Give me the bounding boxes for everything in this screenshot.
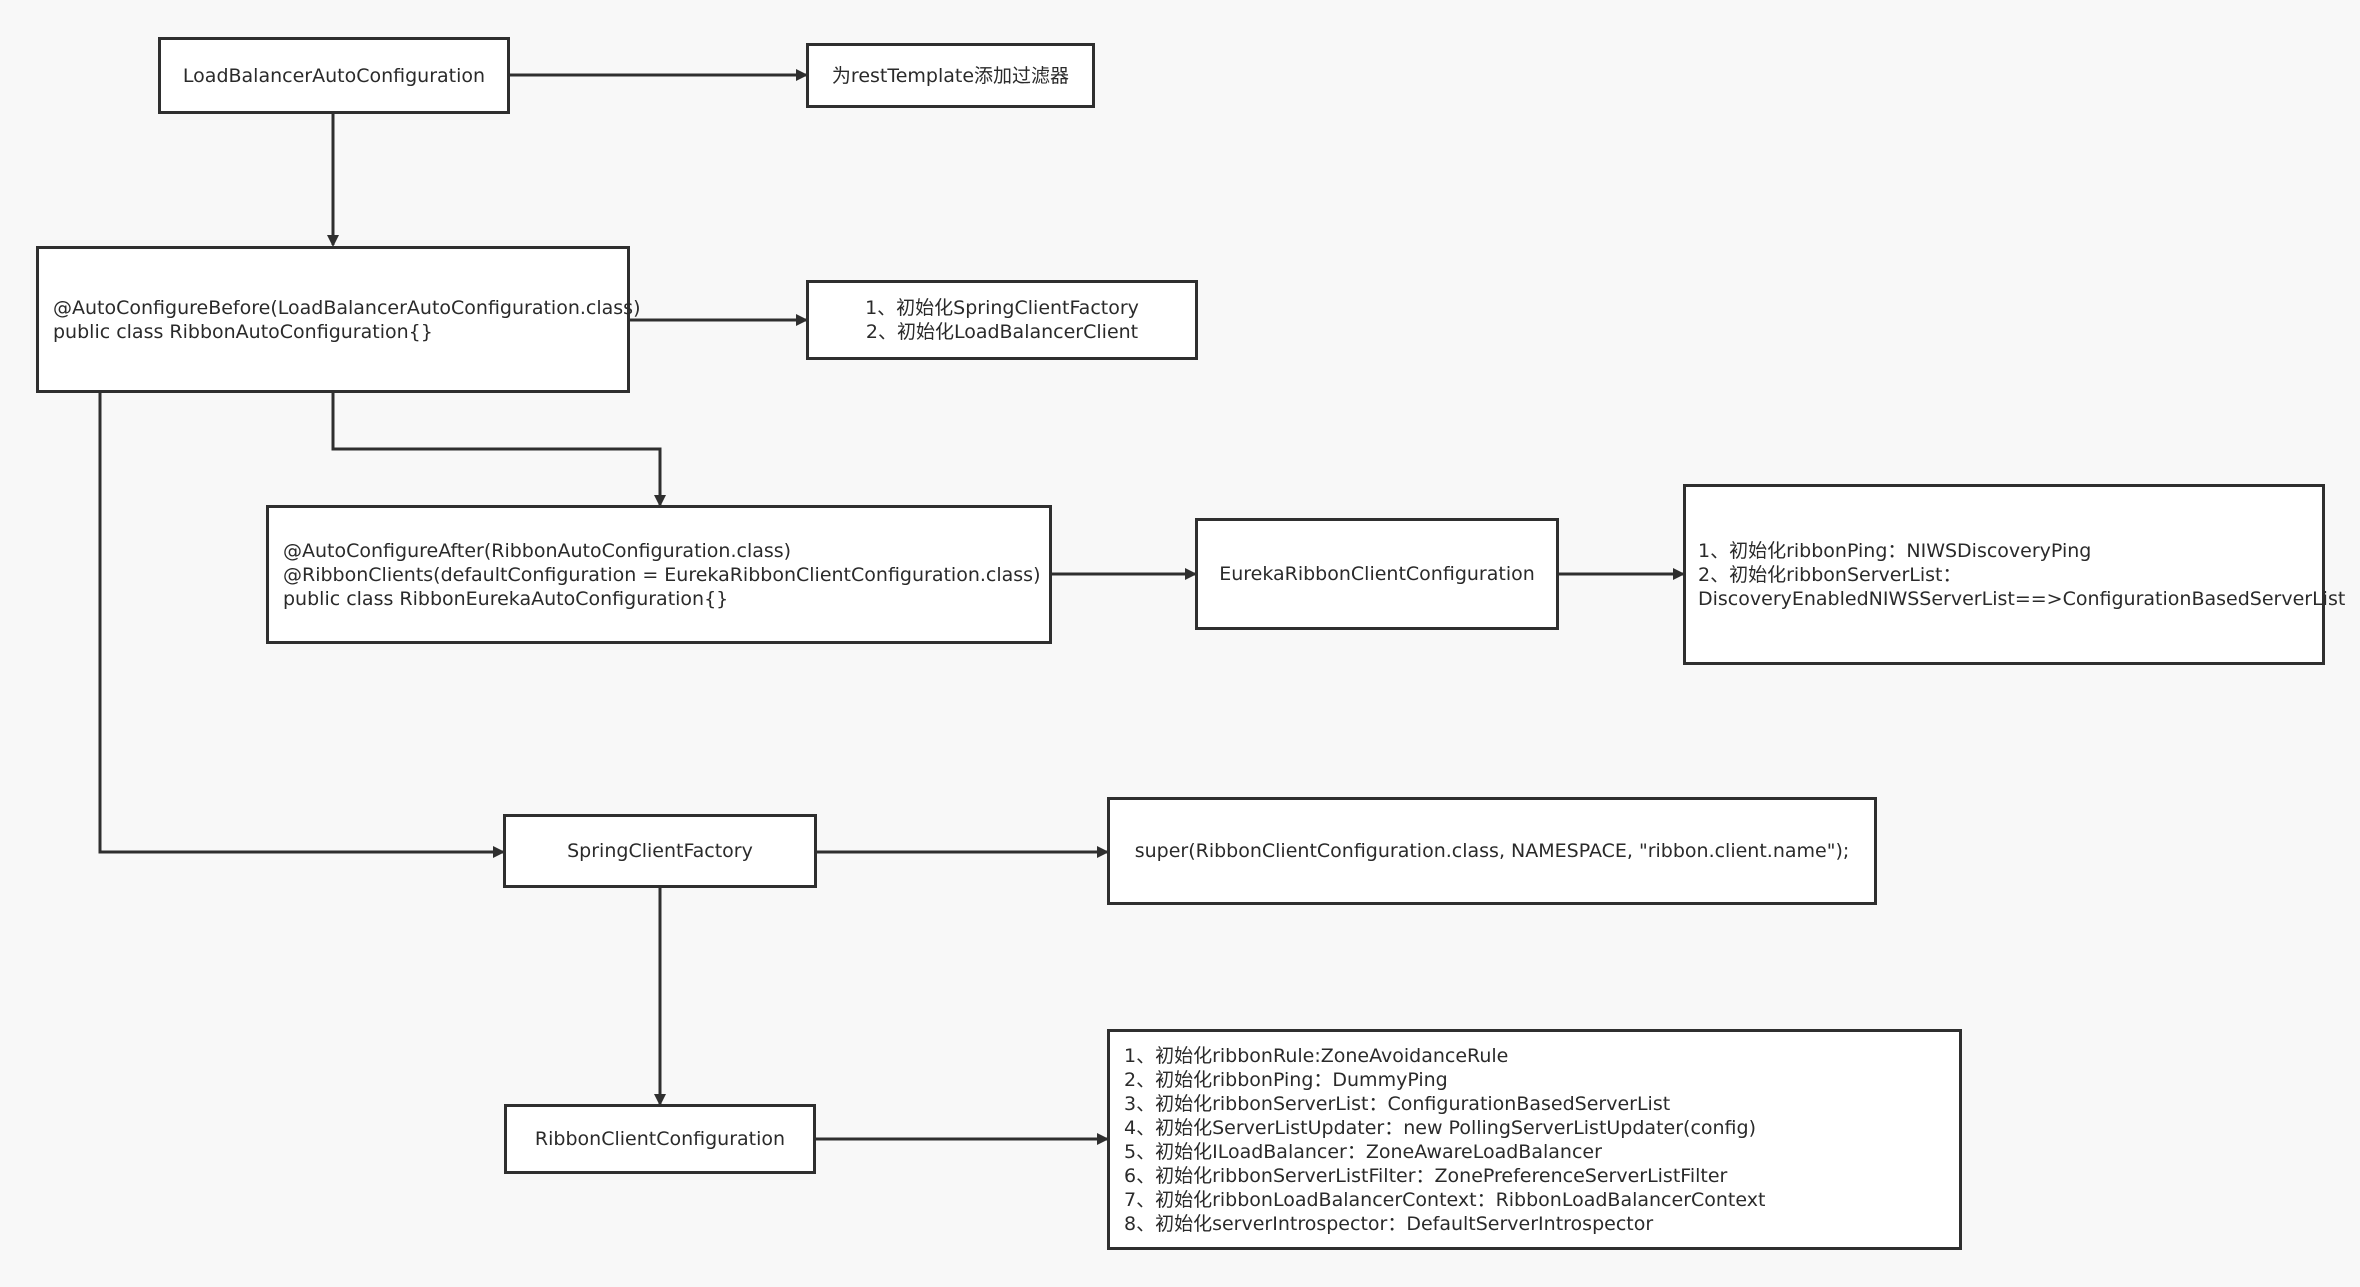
ribbon-auto-configuration-note-node: 1、初始化SpringClientFactory 2、初始化LoadBalanc… — [806, 280, 1198, 360]
node-label: SpringClientFactory — [567, 840, 753, 862]
eureka-ribbon-client-configuration-node: EurekaRibbonClientConfiguration — [1195, 518, 1559, 630]
node-label: RibbonClientConfiguration — [534, 1128, 786, 1150]
spring-client-factory-node: SpringClientFactory — [503, 814, 817, 888]
node-label: super(RibbonClientConfiguration.class, N… — [1134, 840, 1850, 862]
ribbon-auto-configuration-node: @AutoConfigureBefore(LoadBalancerAutoCon… — [36, 246, 641, 393]
node-label: 1、初始化SpringClientFactory 2、初始化LoadBalanc… — [865, 297, 1139, 343]
ribbon-eureka-auto-configuration-node: @AutoConfigureAfter(RibbonAutoConfigurat… — [266, 505, 1052, 644]
ribbon-client-configuration-node: RibbonClientConfiguration — [504, 1104, 816, 1174]
add-filter-note-node: 为restTemplate添加过滤器 — [806, 43, 1095, 108]
load-balancer-auto-configuration-node: LoadBalancerAutoConfiguration — [158, 37, 510, 114]
node-label: 1、初始化ribbonPing：NIWSDiscoveryPing 2、初始化r… — [1698, 539, 2346, 610]
node-label: @AutoConfigureAfter(RibbonAutoConfigurat… — [283, 539, 1041, 610]
spring-client-factory-note-node: super(RibbonClientConfiguration.class, N… — [1107, 797, 1877, 905]
ribbon-client-configuration-note-node: 1、初始化ribbonRule:ZoneAvoidanceRule 2、初始化r… — [1107, 1029, 1962, 1250]
node-label: LoadBalancerAutoConfiguration — [182, 64, 486, 87]
node-label: @AutoConfigureBefore(LoadBalancerAutoCon… — [53, 296, 641, 343]
arrow-ribbon-auto-config-to-eureka-auto-config — [331, 393, 666, 507]
node-label: 为restTemplate添加过滤器 — [831, 64, 1070, 87]
node-label: EurekaRibbonClientConfiguration — [1219, 563, 1535, 585]
arrow-ribbon-auto-config-to-spring-client-factory — [98, 393, 505, 858]
eureka-ribbon-note-node: 1、初始化ribbonPing：NIWSDiscoveryPing 2、初始化r… — [1683, 484, 2345, 665]
node-label: 1、初始化ribbonRule:ZoneAvoidanceRule 2、初始化r… — [1124, 1044, 1766, 1235]
